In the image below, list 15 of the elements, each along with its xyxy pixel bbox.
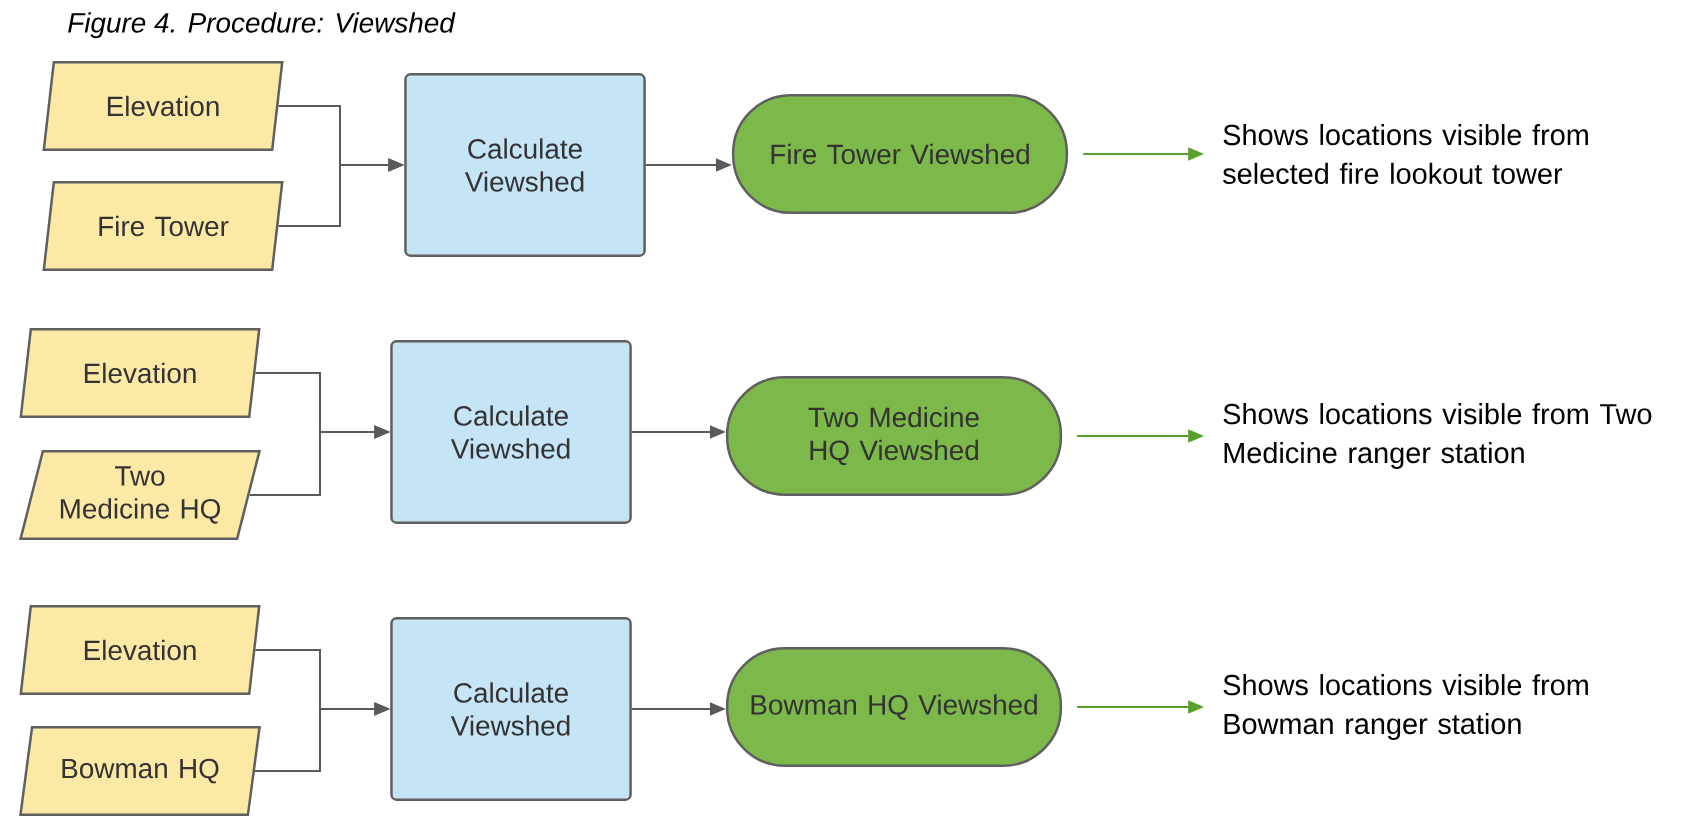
note-text: Shows locations visible from Two Medicine ranger station bbox=[1223, 403, 1652, 469]
process-box: Calculate Viewshed bbox=[390, 340, 632, 524]
title-text: Figure 4. Procedure: Viewshed bbox=[68, 12, 456, 39]
process-box: Calculate Viewshed bbox=[404, 73, 646, 257]
input-parallelogram: Elevation bbox=[19, 327, 261, 419]
note-text: Shows locations visible from selected fire lookout tower bbox=[1223, 123, 1588, 185]
output-terminal: Two Medicine HQ Viewshed bbox=[725, 375, 1063, 497]
input-parallelogram: Fire Tower bbox=[42, 180, 284, 272]
output-terminal: Bowman HQ Viewshed bbox=[725, 646, 1063, 768]
input-parallelogram: Elevation bbox=[42, 60, 284, 152]
input-parallelogram: Elevation bbox=[19, 604, 261, 696]
output-terminal: Fire Tower Viewshed bbox=[731, 93, 1069, 215]
process-box: Calculate Viewshed bbox=[390, 617, 632, 801]
input-parallelogram: Bowman HQ bbox=[19, 725, 261, 817]
note-text: Shows locations visible from Bowman ranger station bbox=[1223, 674, 1588, 740]
